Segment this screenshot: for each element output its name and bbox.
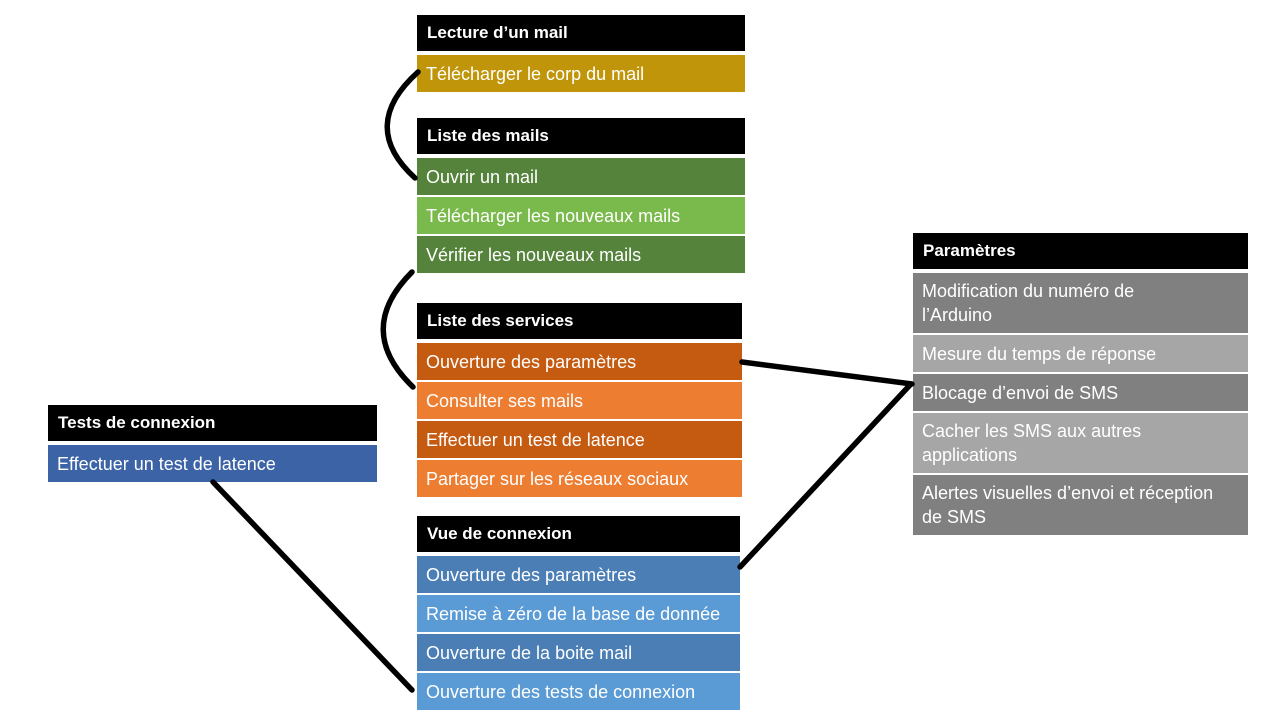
row-ouverture-parametres-services: Ouverture des paramètres	[417, 343, 742, 380]
box-lecture-mail-title: Lecture d’un mail	[417, 15, 745, 51]
row-effectuer-test-latence-services: Effectuer un test de latence	[417, 421, 742, 458]
connector-line-vue-parametres-to-blocage-sms	[737, 382, 913, 570]
row-effectuer-test-latence: Effectuer un test de latence	[48, 445, 377, 482]
connector-arc-telecharger-corp-to-ouvrir-mail	[384, 69, 421, 181]
box-parametres: Paramètres Modification du numéro de l’A…	[913, 233, 1248, 537]
row-telecharger-nouveaux-mails: Télécharger les nouveaux mails	[417, 197, 745, 234]
box-liste-services: Liste des services Ouverture des paramèt…	[417, 303, 742, 499]
box-vue-connexion: Vue de connexion Ouverture des paramètre…	[417, 516, 740, 712]
row-cacher-sms-applications: Cacher les SMS aux autres applications	[913, 413, 1248, 473]
row-ouvrir-un-mail: Ouvrir un mail	[417, 158, 745, 195]
row-modification-numero-arduino: Modification du numéro de l’Arduino	[913, 273, 1248, 333]
row-ouverture-tests-connexion: Ouverture des tests de connexion	[417, 673, 740, 710]
connector-line-test-latence-to-ouverture-tests	[210, 479, 415, 693]
row-ouverture-parametres-vue: Ouverture des paramètres	[417, 556, 740, 593]
row-telecharger-corp-mail: Télécharger le corp du mail	[417, 55, 745, 92]
box-vue-connexion-title: Vue de connexion	[417, 516, 740, 552]
box-liste-services-title: Liste des services	[417, 303, 742, 339]
row-consulter-ses-mails: Consulter ses mails	[417, 382, 742, 419]
box-parametres-title: Paramètres	[913, 233, 1248, 269]
connector-line-services-parametres-to-blocage-sms	[739, 359, 915, 387]
row-alertes-visuelles-sms: Alertes visuelles d’envoi et réception d…	[913, 475, 1248, 535]
box-lecture-mail: Lecture d’un mail Télécharger le corp du…	[417, 15, 745, 94]
row-partager-reseaux-sociaux: Partager sur les réseaux sociaux	[417, 460, 742, 497]
row-blocage-envoi-sms: Blocage d’envoi de SMS	[913, 374, 1248, 411]
row-ouverture-boite-mail: Ouverture de la boite mail	[417, 634, 740, 671]
box-tests-connexion: Tests de connexion Effectuer un test de …	[48, 405, 377, 484]
row-mesure-temps-reponse: Mesure du temps de réponse	[913, 335, 1248, 372]
box-liste-mails-title: Liste des mails	[417, 118, 745, 154]
row-remise-a-zero-base-donnee: Remise à zéro de la base de donnée	[417, 595, 740, 632]
box-liste-mails: Liste des mails Ouvrir un mail Télécharg…	[417, 118, 745, 275]
row-verifier-nouveaux-mails: Vérifier les nouveaux mails	[417, 236, 745, 273]
box-tests-connexion-title: Tests de connexion	[48, 405, 377, 441]
connector-arc-verifier-mails-to-consulter-mails	[380, 269, 416, 390]
